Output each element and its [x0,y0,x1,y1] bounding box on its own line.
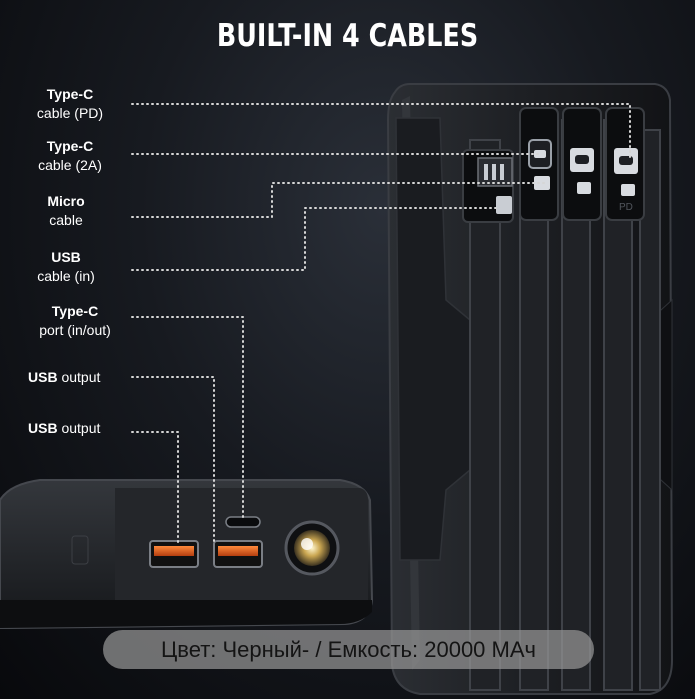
type-c-connector-2 [570,148,594,194]
label-bold: USB [28,420,58,436]
label-type-c-2a: Type-C cable (2A) [20,137,120,175]
label-usb-output-1: USB output [28,369,100,385]
label-usb-in: USB cable (in) [20,248,112,286]
power-bank-front [0,479,374,629]
label-rest: output [57,420,101,436]
label-type-c-pd: Type-C cable (PD) [20,85,120,123]
type-c-port [225,516,261,528]
callout-lines [131,103,631,546]
type-c-connector-pd: PD [614,148,638,213]
power-bank-vertical: PD [386,83,674,695]
usb-connector [477,157,513,214]
label-line1: Type-C [46,138,94,154]
page-title: BUILT-IN 4 CABLES [216,18,479,54]
label-line2: cable (in) [37,268,95,284]
pd-mark: PD [619,202,633,213]
flashlight [284,520,340,576]
label-line2: port (in/out) [39,322,111,338]
caption-badge: Цвет: Черный- / Емкость: 20000 МАч [103,630,594,669]
label-micro: Micro cable [20,192,112,230]
label-line1: USB [51,249,81,265]
label-line2: cable (PD) [36,105,104,121]
label-line1: Type-C [51,303,99,319]
label-bold: USB [28,369,58,385]
label-rest: output [57,369,101,385]
label-line1: Micro [47,193,85,209]
label-usb-output-2: USB output [28,420,100,436]
usb-port-2 [213,540,263,568]
label-line2: cable [49,212,83,228]
label-line1: Type-C [46,86,94,102]
usb-port-1 [149,540,199,568]
label-line2: cable (2A) [38,157,102,173]
label-type-c-port: Type-C port (in/out) [20,302,130,340]
